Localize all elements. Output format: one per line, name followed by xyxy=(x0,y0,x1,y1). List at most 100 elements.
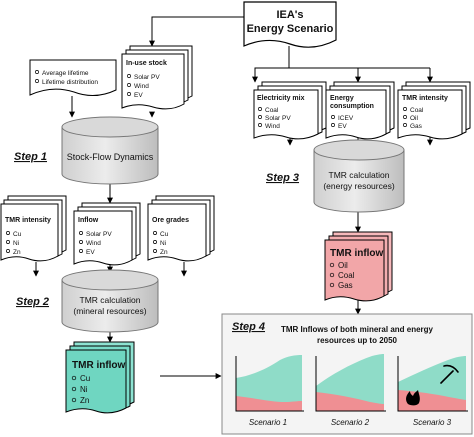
electricity-item: Coal xyxy=(265,107,279,114)
lifetime-doc: Average lifetime Lifetime distribution xyxy=(29,59,117,96)
bullet-icon xyxy=(403,115,407,119)
bullet-icon xyxy=(329,282,335,288)
bullet-icon xyxy=(79,249,83,253)
inflow-item: Solar PV xyxy=(86,231,112,238)
tmr-inflow-energy-item: Coal xyxy=(338,271,355,280)
tmr-calc-energy-line1: TMR calculation xyxy=(329,170,390,180)
scenario2-chart: Scenario 2 xyxy=(315,354,386,427)
energy-area xyxy=(236,396,302,411)
axes xyxy=(315,356,386,412)
tmr-calc-energy-cylinder: TMR calculation (energy resources) xyxy=(313,139,405,213)
results-title-line1: TMR Inflows of both mineral and energy xyxy=(281,325,434,334)
scenario-label: Scenario 1 xyxy=(249,418,287,427)
bullet-icon xyxy=(127,74,131,78)
bullet-icon xyxy=(79,231,83,235)
axes xyxy=(235,356,304,412)
arrow-scenario-to-electricity xyxy=(252,46,290,83)
bullet-icon xyxy=(258,115,262,119)
stock-flow-cylinder: Stock-Flow Dynamics xyxy=(61,116,159,185)
bullet-icon xyxy=(35,79,39,83)
energy-consumption-doc: Energy consumption ICEV EV xyxy=(325,81,395,140)
bullet-icon xyxy=(403,107,407,111)
tmr-intensity-energy-item: Gas xyxy=(410,123,423,130)
energy-item: ICEV xyxy=(338,115,354,122)
in-use-stock-title: In-use stock xyxy=(126,60,167,67)
bullet-icon xyxy=(403,123,407,127)
scenario-label: Scenario 2 xyxy=(331,418,370,427)
tmr-inflow-mineral-item: Ni xyxy=(80,385,88,394)
tmr-intensity-mineral-item: Zn xyxy=(13,249,21,256)
energy-item: EV xyxy=(338,123,347,130)
step2-label: Step 2 xyxy=(16,296,49,308)
ore-grades-title: Ore grades xyxy=(152,217,189,224)
energy-consumption-title: consumption xyxy=(330,103,374,110)
tmr-intensity-energy-title: TMR intensity xyxy=(402,95,448,102)
tmr-intensity-mineral-title: TMR intensity xyxy=(5,217,51,224)
results-title-line2: resources up to 2050 xyxy=(317,336,398,345)
bullet-icon xyxy=(329,262,335,268)
bullet-icon xyxy=(71,375,77,381)
tmr-inflow-mineral-item: Cu xyxy=(80,374,90,383)
tmr-calc-mineral-line1: TMR calculation xyxy=(80,295,141,305)
tmr-inflow-mineral-title: TMR inflow xyxy=(72,360,126,371)
lifetime-item: Average lifetime xyxy=(42,70,89,77)
tmr-intensity-energy-doc: TMR intensity Coal Oil Gas xyxy=(397,81,471,140)
electricity-mix-title: Electricity mix xyxy=(257,95,305,102)
results-panel: Step 4 TMR Inflows of both mineral and e… xyxy=(221,313,473,435)
bullet-icon xyxy=(71,386,77,392)
bullet-icon xyxy=(6,249,10,253)
inflow-title: Inflow xyxy=(78,217,99,224)
scenario3-chart: Scenario 3 xyxy=(397,356,468,427)
bullet-icon xyxy=(329,272,335,278)
scenario-label: Scenario 3 xyxy=(413,418,452,427)
tmr-intensity-mineral-item: Cu xyxy=(13,231,22,238)
bullet-icon xyxy=(258,107,262,111)
step4-label: Step 4 xyxy=(232,321,265,333)
tmr-inflow-energy-doc: TMR inflow Oil Coal Gas xyxy=(324,231,393,302)
bullet-icon xyxy=(127,92,131,96)
ore-grades-doc: Ore grades Cu Ni Zn xyxy=(147,195,215,262)
electricity-item: Wind xyxy=(265,123,280,130)
energy-area xyxy=(316,392,384,411)
tmr-inflow-mineral-doc: TMR inflow Cu Ni Zn xyxy=(65,341,135,414)
iea-energy-scenario-doc: IEA's Energy Scenario xyxy=(243,1,337,48)
pickaxe-icon xyxy=(440,364,459,384)
step3-label: Step 3 xyxy=(266,172,299,184)
bullet-icon xyxy=(127,83,131,87)
bullet-icon xyxy=(79,240,83,244)
in-use-stock-doc: In-use stock Solar PV Wind EV xyxy=(121,45,193,110)
electricity-item: Solar PV xyxy=(265,115,291,122)
scenario-title-line2: Energy Scenario xyxy=(247,23,334,35)
bullet-icon xyxy=(153,240,157,244)
mineral-area xyxy=(236,355,302,411)
bullet-icon xyxy=(153,231,157,235)
tmr-inflow-mineral-item: Zn xyxy=(80,396,89,405)
electricity-mix-doc: Electricity mix Coal Solar PV Wind xyxy=(253,81,327,140)
tmr-calc-mineral-cylinder: TMR calculation (mineral resources) xyxy=(61,269,159,333)
in-use-item: Solar PV xyxy=(134,74,160,81)
ore-grades-item: Ni xyxy=(160,240,166,247)
bullet-icon xyxy=(35,70,39,74)
bullet-icon xyxy=(331,123,335,127)
bullet-icon xyxy=(6,231,10,235)
bullet-icon xyxy=(6,240,10,244)
in-use-item: EV xyxy=(134,92,143,99)
tmr-calc-mineral-line2: (mineral resources) xyxy=(73,306,146,316)
inflow-doc: Inflow Solar PV Wind EV xyxy=(73,202,141,266)
ore-grades-item: Zn xyxy=(160,249,168,256)
tmr-inflow-energy-title: TMR inflow xyxy=(330,248,384,259)
inflow-item: Wind xyxy=(86,240,101,247)
axes xyxy=(397,356,468,412)
bullet-icon xyxy=(71,397,77,403)
bullet-icon xyxy=(331,115,335,119)
scenario-title-line1: IEA's xyxy=(276,9,303,21)
in-use-item: Wind xyxy=(134,83,149,90)
tmr-intensity-energy-item: Oil xyxy=(410,115,419,122)
flame-icon xyxy=(406,390,420,406)
tmr-intensity-mineral-doc: TMR intensity Cu Ni Zn xyxy=(0,195,67,262)
stock-flow-label: Stock-Flow Dynamics xyxy=(67,152,154,162)
energy-consumption-title: Energy xyxy=(330,95,354,102)
scenario1-chart: Scenario 1 xyxy=(235,355,304,427)
tmr-inflow-energy-item: Oil xyxy=(338,261,348,270)
